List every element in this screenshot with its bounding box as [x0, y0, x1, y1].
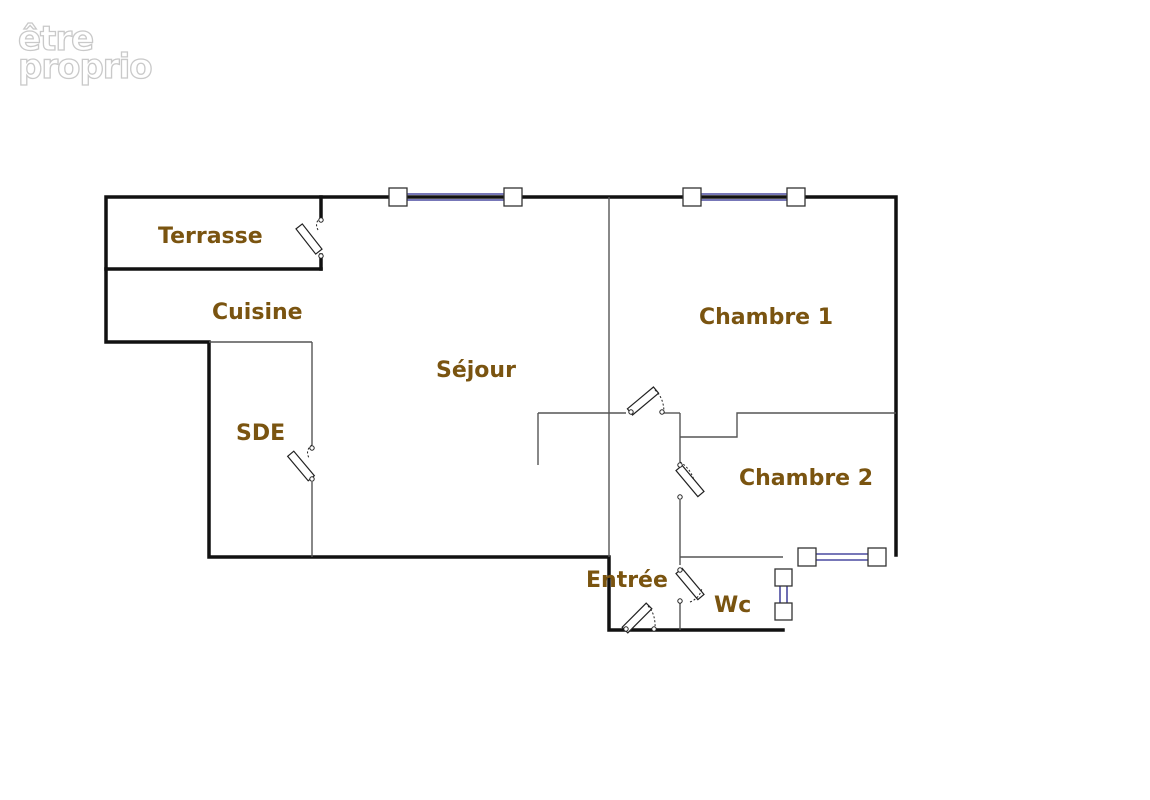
interior-walls — [209, 197, 896, 630]
window-chambre-1 — [682, 187, 806, 207]
door-sde — [286, 444, 316, 482]
door-entree — [621, 602, 657, 634]
door-chambre-2 — [675, 461, 705, 500]
room-label-chambre-1: Chambre 1 — [699, 305, 833, 330]
window-sejour — [388, 187, 523, 207]
windows — [388, 187, 887, 621]
chambre1-chambre2-wall — [680, 412, 896, 438]
room-label-wc: Wc — [714, 593, 751, 618]
door-sejour — [626, 386, 665, 416]
door-terrasse — [295, 217, 324, 259]
room-label-sejour: Séjour — [436, 358, 516, 383]
logo-line-2: proprio — [18, 47, 152, 87]
room-label-entree: Entrée — [586, 568, 668, 593]
room-label-cuisine: Cuisine — [212, 300, 303, 325]
window-wc — [774, 568, 793, 621]
room-label-sde: SDE — [236, 421, 285, 446]
doors — [286, 217, 705, 634]
logo-watermark: être proprio — [17, 18, 153, 87]
room-label-chambre-2: Chambre 2 — [739, 466, 873, 491]
logo-line-1: être — [18, 19, 93, 59]
room-labels: Terrasse Cuisine SDE Séjour Chambre 1 Ch… — [158, 224, 873, 618]
door-wc — [675, 567, 705, 604]
window-chambre-2 — [797, 547, 887, 567]
room-label-terrasse: Terrasse — [158, 224, 263, 249]
